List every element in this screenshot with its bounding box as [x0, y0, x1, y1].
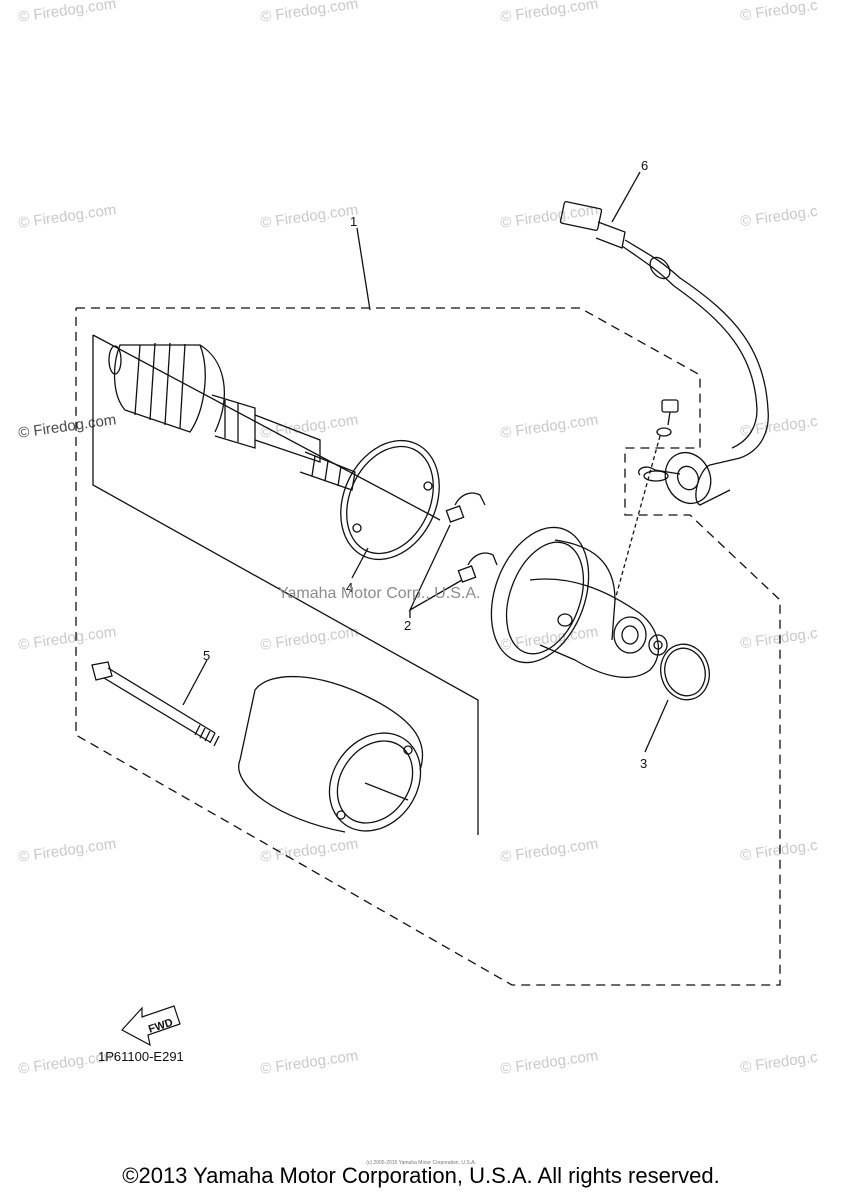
assembly-boundary-outline [76, 308, 780, 985]
fine-print: (c) 2005-2015 Yamaha Motor Corporation, … [366, 1160, 476, 1166]
through-bolt-part [92, 662, 219, 746]
fwd-arrow-icon: FWD [122, 1006, 180, 1045]
center-watermark: Yamaha Motor Corp., U.S.A. [278, 585, 481, 602]
leader-line-3 [645, 700, 668, 752]
leader-line-6 [612, 172, 640, 222]
armature-panel-outline [93, 335, 478, 835]
leader-line-5 [183, 660, 207, 705]
callout-1: 1 [350, 214, 357, 229]
brush-set-part [410, 493, 497, 618]
copyright-notice: ©2013 Yamaha Motor Corporation, U.S.A. A… [122, 1163, 720, 1188]
diagram-code: 1P61100-E291 [98, 1049, 184, 1064]
leader-line-1 [357, 228, 370, 310]
terminal-bolt-part [615, 400, 680, 600]
callout-4: 4 [346, 580, 353, 595]
callout-6: 6 [641, 158, 648, 173]
armature-part [109, 343, 355, 490]
leader-line-4 [352, 548, 368, 578]
callout-2: 2 [404, 618, 411, 633]
end-housing-part [474, 514, 667, 678]
armature-panel-edge [93, 335, 440, 520]
o-ring-part [655, 639, 716, 706]
yoke-housing-part [239, 677, 440, 849]
callout-3: 3 [640, 756, 647, 771]
lead-wire-part [560, 201, 768, 511]
callout-5: 5 [203, 648, 210, 663]
